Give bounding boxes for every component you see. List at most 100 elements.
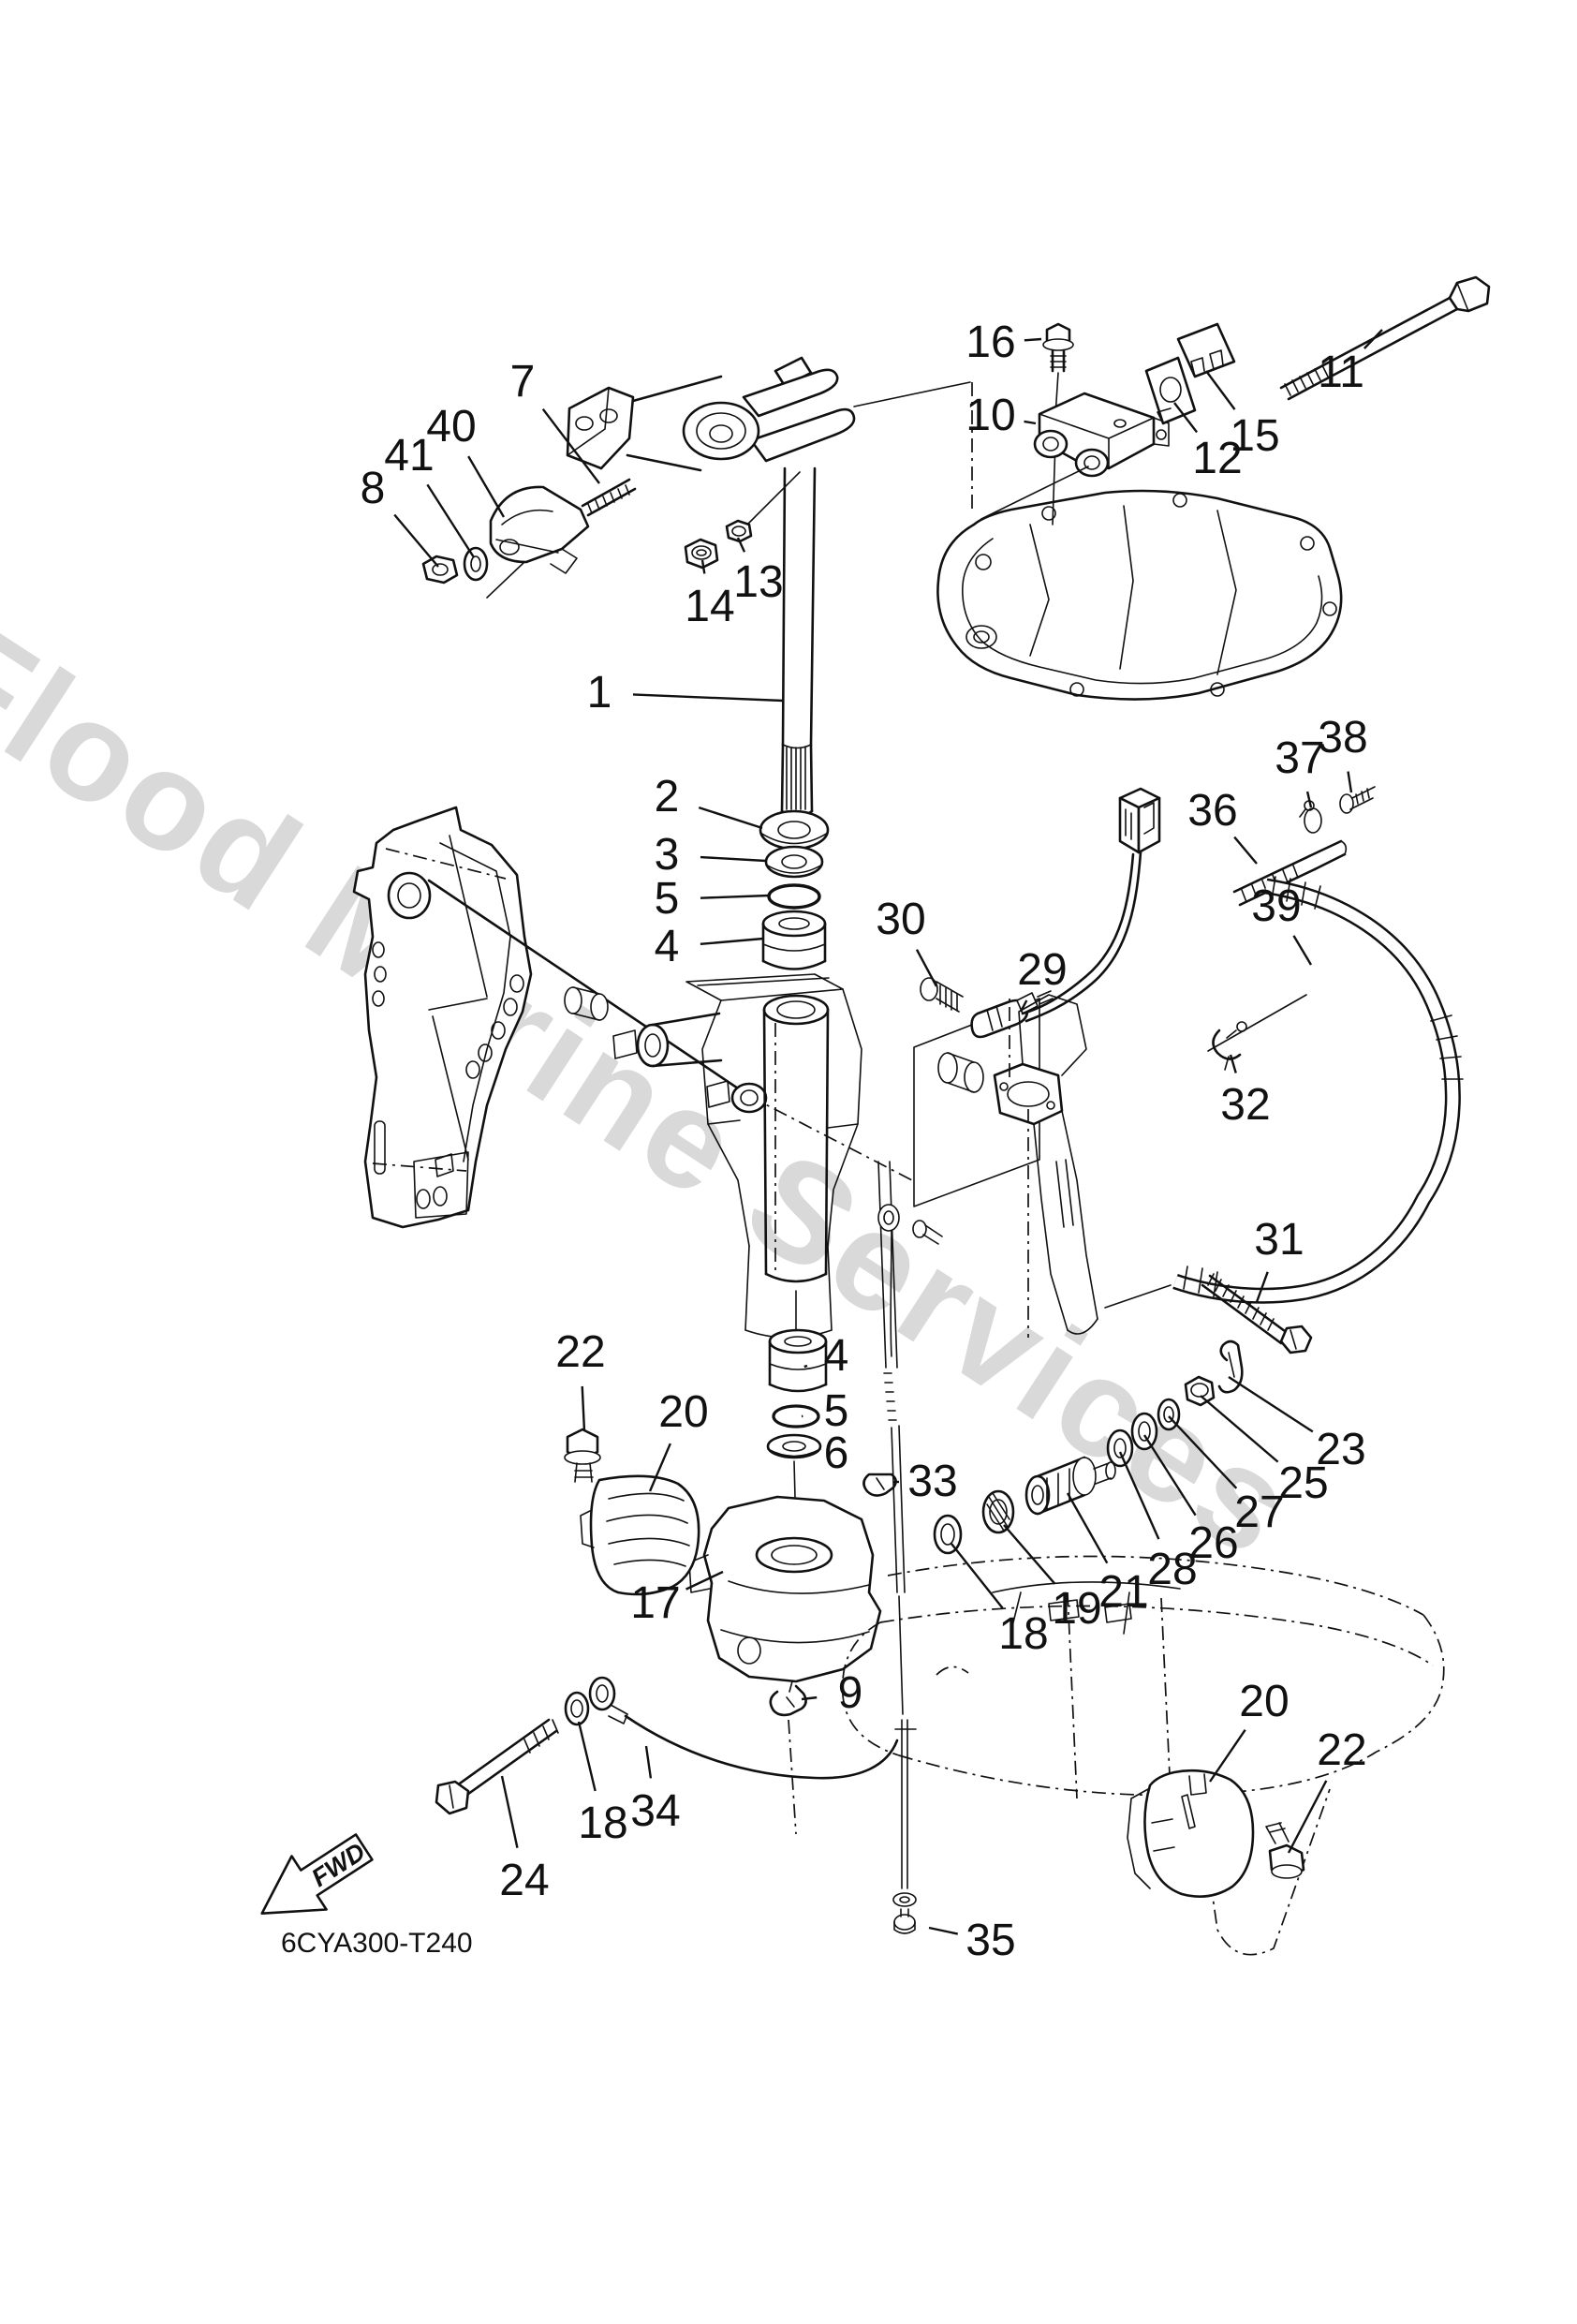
screw-35-group bbox=[892, 1719, 917, 1934]
washer-41 bbox=[463, 546, 489, 582]
plate-15 bbox=[1176, 322, 1236, 378]
part-label-41: 41 bbox=[384, 431, 435, 481]
part-label-35: 35 bbox=[965, 1916, 1016, 1965]
nut-8 bbox=[421, 555, 459, 585]
steering-shaft bbox=[780, 466, 817, 819]
leader-line-30 bbox=[915, 949, 938, 987]
part-label-20: 20 bbox=[658, 1387, 709, 1437]
part-label-25: 25 bbox=[1278, 1458, 1329, 1508]
trim-sender-36 bbox=[1021, 787, 1348, 1052]
part-label-4: 4 bbox=[654, 922, 680, 971]
bushing-4-lower bbox=[768, 1328, 828, 1393]
part-label-29: 29 bbox=[1017, 945, 1068, 995]
leader-line-38 bbox=[1347, 771, 1353, 793]
part-label-33: 33 bbox=[907, 1457, 958, 1506]
leader-line-16 bbox=[1024, 337, 1042, 342]
leader-line-28 bbox=[1118, 1451, 1160, 1540]
leader-line-39 bbox=[1292, 935, 1313, 966]
upper-eyelet-34 bbox=[877, 1204, 943, 1357]
oil-pan bbox=[936, 489, 1343, 701]
washer-26 bbox=[1130, 1412, 1158, 1451]
part-label-5: 5 bbox=[654, 874, 680, 924]
leader-line-29 bbox=[1019, 999, 1028, 1013]
leader-line-4 bbox=[803, 1364, 808, 1369]
part-label-36: 36 bbox=[1187, 786, 1238, 836]
part-label-22: 22 bbox=[1317, 1725, 1367, 1775]
leader-line-1 bbox=[632, 693, 784, 703]
leader-line-31 bbox=[1255, 1271, 1269, 1303]
leader-line-15 bbox=[1205, 370, 1236, 410]
o-ring-5-lower bbox=[772, 1404, 820, 1428]
leader-lines bbox=[393, 329, 1383, 1935]
part-label-22: 22 bbox=[555, 1327, 606, 1377]
part-label-18: 18 bbox=[578, 1799, 628, 1848]
leader-line-7 bbox=[541, 407, 600, 484]
part-label-21: 21 bbox=[1098, 1567, 1149, 1617]
part-label-11: 11 bbox=[1318, 348, 1364, 397]
clip-33 bbox=[862, 1473, 897, 1497]
clip-9 bbox=[769, 1680, 807, 1835]
leader-line-25 bbox=[1200, 1395, 1279, 1463]
nut-25 bbox=[1184, 1375, 1216, 1407]
part-label-19: 19 bbox=[1052, 1584, 1102, 1634]
leader-line-8 bbox=[393, 513, 439, 568]
leader-line-17 bbox=[685, 1570, 724, 1591]
leader-line-22 bbox=[581, 1385, 586, 1432]
leader-line-34 bbox=[644, 1745, 653, 1779]
leader-line-14 bbox=[700, 559, 706, 574]
part-label-8: 8 bbox=[360, 464, 386, 513]
bracket-10 bbox=[853, 381, 1170, 520]
leader-line-36 bbox=[1233, 836, 1258, 865]
washer-18-left bbox=[564, 1691, 590, 1726]
pivot-axis-line bbox=[427, 879, 913, 1181]
part-label-5: 5 bbox=[823, 1386, 849, 1436]
bolt-24 bbox=[435, 1718, 559, 1815]
bracket-40 bbox=[486, 485, 590, 599]
leader-line-37 bbox=[1305, 791, 1313, 808]
clip-23 bbox=[1217, 1340, 1244, 1394]
arm-bushing bbox=[564, 986, 609, 1021]
nut-14 bbox=[684, 538, 719, 570]
part-label-23: 23 bbox=[1316, 1425, 1366, 1474]
plate-12 bbox=[1144, 356, 1197, 425]
bolt-22-right bbox=[1265, 1822, 1305, 1879]
nut-13 bbox=[725, 519, 753, 543]
clamp-bracket-left bbox=[352, 806, 533, 1229]
bearing-3 bbox=[764, 845, 824, 879]
part-label-17: 17 bbox=[630, 1578, 681, 1628]
leader-line-9 bbox=[801, 1695, 818, 1701]
leader-line-3 bbox=[700, 855, 767, 863]
part-label-7: 7 bbox=[509, 357, 536, 407]
part-label-6: 6 bbox=[823, 1428, 849, 1478]
part-label-2: 2 bbox=[654, 772, 680, 822]
bushing-right-arm bbox=[937, 1052, 984, 1093]
part-label-26: 26 bbox=[1188, 1518, 1239, 1568]
leader-line-18 bbox=[577, 1721, 597, 1792]
bolt-22-left bbox=[564, 1428, 601, 1483]
part-label-9: 9 bbox=[837, 1668, 863, 1718]
part-label-32: 32 bbox=[1220, 1080, 1271, 1130]
leader-line-20 bbox=[1209, 1729, 1246, 1783]
part-label-40: 40 bbox=[426, 402, 477, 451]
hose-39 bbox=[1104, 876, 1464, 1309]
part-label-38: 38 bbox=[1318, 713, 1368, 762]
part-label-24: 24 bbox=[499, 1856, 550, 1905]
screw-30 bbox=[920, 977, 964, 1013]
leader-line-32 bbox=[1229, 1054, 1237, 1073]
part-label-37: 37 bbox=[1275, 733, 1325, 783]
clamp-32 bbox=[1212, 1021, 1247, 1071]
leader-line-5 bbox=[700, 894, 770, 899]
washer-18-right bbox=[933, 1514, 963, 1555]
part-label-15: 15 bbox=[1230, 411, 1280, 461]
part-label-10: 10 bbox=[965, 391, 1016, 440]
trim-sensor-29 bbox=[970, 990, 1054, 1039]
leader-line-41 bbox=[426, 483, 476, 558]
leader-line-26 bbox=[1142, 1434, 1197, 1517]
leader-line-21 bbox=[1066, 1492, 1109, 1564]
leader-line-10 bbox=[1024, 420, 1037, 425]
part-label-20: 20 bbox=[1239, 1677, 1290, 1726]
part-label-18: 18 bbox=[998, 1609, 1049, 1659]
leader-line-2 bbox=[698, 806, 763, 830]
ground-wire-34 bbox=[588, 1676, 899, 1780]
